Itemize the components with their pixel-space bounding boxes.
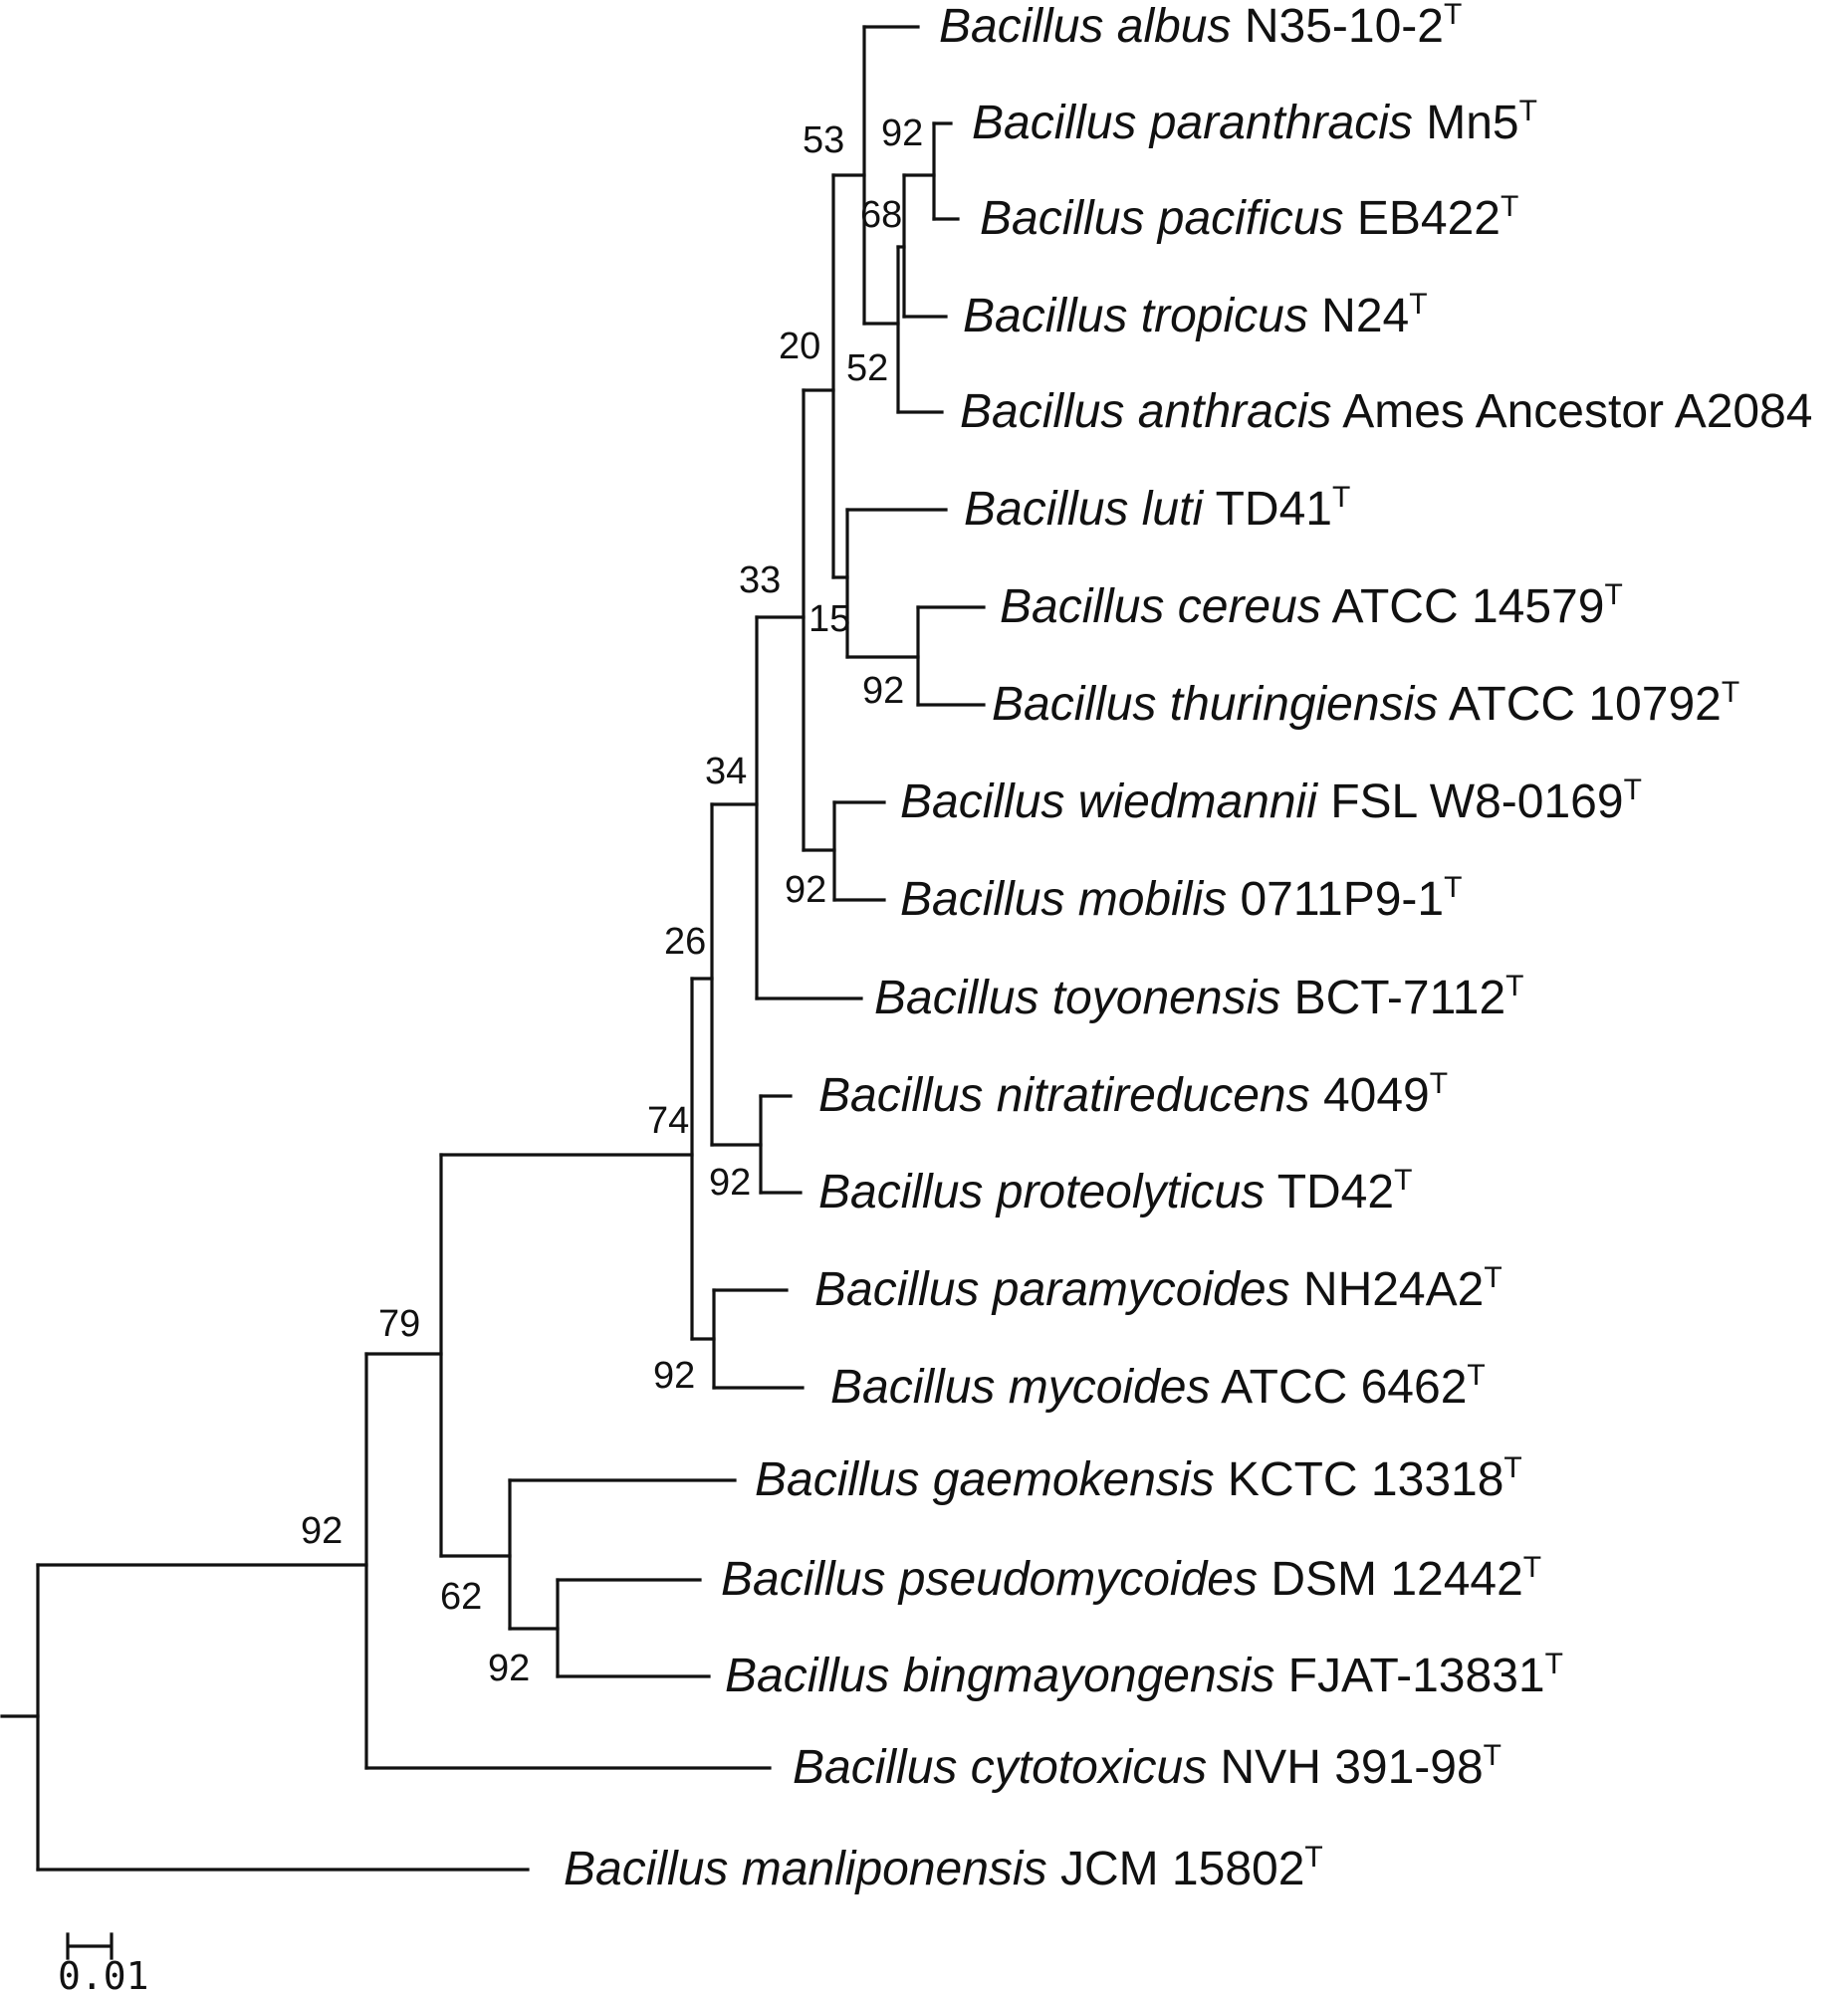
bootstrap-node53: 53 — [803, 119, 844, 161]
taxon-label-mobilis: Bacillus mobilis 0711P9-1T — [900, 871, 1462, 926]
taxon-label-nitratireducens: Bacillus nitratireducens 4049T — [818, 1067, 1448, 1122]
scale-bar-label: 0.01 — [58, 1954, 149, 1992]
bootstrap-node79: 79 — [378, 1303, 420, 1345]
scale-bar-line — [66, 1932, 114, 1960]
bootstrap-node92-para: 92 — [881, 112, 923, 154]
taxon-label-paramycoides: Bacillus paramycoides NH24A2T — [814, 1261, 1502, 1316]
taxon-label-manliponensis: Bacillus manliponensis JCM 15802T — [564, 1841, 1323, 1895]
taxon-label-toyonensis: Bacillus toyonensis BCT-7112T — [874, 970, 1523, 1024]
taxon-labels: Bacillus albus N35-10-2T Bacillus parant… — [564, 0, 1813, 1895]
taxon-label-gaemokensis: Bacillus gaemokensis KCTC 13318T — [755, 1451, 1522, 1506]
taxon-label-tropicus: Bacillus tropicus N24T — [963, 288, 1428, 342]
bootstrap-node26: 26 — [664, 921, 706, 963]
bootstrap-node34: 34 — [705, 751, 747, 792]
bootstrap-node92-main: 92 — [301, 1510, 343, 1552]
bootstrap-node92-cereus: 92 — [862, 670, 904, 712]
bootstrap-node92-wied: 92 — [785, 869, 826, 911]
bootstrap-node74: 74 — [647, 1100, 689, 1142]
bootstrap-node62: 62 — [440, 1576, 482, 1618]
taxon-label-bingmayongensis: Bacillus bingmayongensis FJAT-13831T — [725, 1648, 1563, 1702]
taxon-label-proteolyticus: Bacillus proteolyticus TD42T — [818, 1164, 1412, 1218]
taxon-label-luti: Bacillus luti TD41T — [964, 481, 1350, 536]
tree-branches — [0, 25, 986, 1872]
bootstrap-node68: 68 — [860, 194, 902, 236]
taxon-label-anthracis: Bacillus anthracis Ames Ancestor A2084 — [960, 385, 1813, 438]
bootstrap-node33: 33 — [739, 559, 781, 601]
taxon-label-thuringiensis: Bacillus thuringiensis ATCC 10792T — [992, 676, 1739, 731]
taxon-label-pacificus: Bacillus pacificus EB422T — [980, 190, 1518, 245]
bootstrap-values: 53 92 68 20 52 33 15 92 34 92 26 74 92 9… — [301, 112, 923, 1689]
bootstrap-node92-mycoides: 92 — [653, 1355, 695, 1397]
bootstrap-node15: 15 — [808, 598, 850, 640]
taxon-label-paranthracis: Bacillus paranthracis Mn5T — [972, 95, 1537, 149]
taxon-label-pseudomycoides: Bacillus pseudomycoides DSM 12442T — [721, 1551, 1541, 1606]
bootstrap-node92-pseudo: 92 — [488, 1648, 530, 1689]
taxon-label-wiedmannii: Bacillus wiedmannii FSL W8-0169T — [900, 774, 1642, 828]
taxon-label-mycoides: Bacillus mycoides ATCC 6462T — [830, 1359, 1486, 1414]
taxon-label-albus: Bacillus albus N35-10-2T — [939, 0, 1462, 53]
bootstrap-node92-nitra: 92 — [709, 1162, 751, 1204]
taxon-label-cytotoxicus: Bacillus cytotoxicus NVH 391-98T — [793, 1739, 1502, 1794]
scale-bar: 0.01 — [58, 1932, 149, 1992]
bootstrap-node20: 20 — [779, 326, 820, 367]
bootstrap-node52: 52 — [846, 347, 888, 389]
taxon-label-cereus: Bacillus cereus ATCC 14579T — [1000, 578, 1623, 633]
